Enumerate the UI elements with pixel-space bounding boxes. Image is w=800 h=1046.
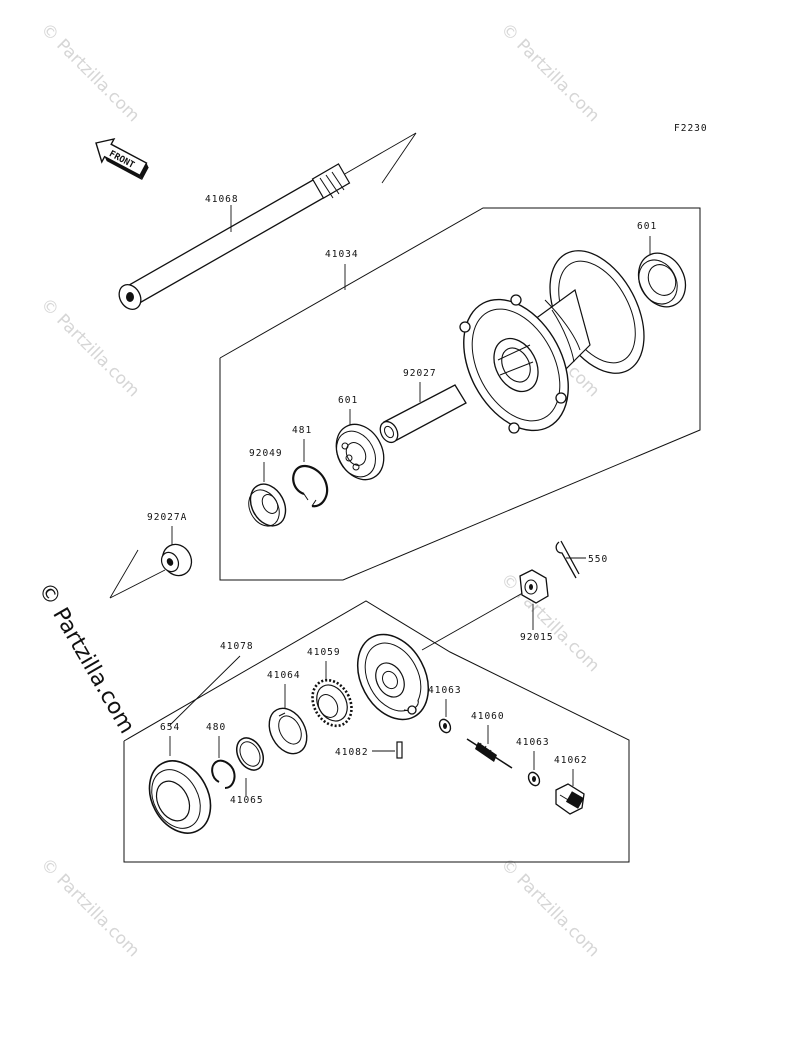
cotter-pin-550 (555, 540, 580, 579)
group-outline-upper (219, 207, 701, 581)
label-41078: 41078 (220, 641, 254, 652)
label-92015: 92015 (520, 632, 554, 643)
label-41064: 41064 (267, 670, 301, 681)
spacer-tube-92027 (379, 384, 467, 444)
nut-92015 (519, 569, 549, 604)
front-arrow-icon: FRONT (95, 137, 149, 180)
label-41059: 41059 (307, 647, 341, 658)
seal-92049 (248, 483, 287, 527)
label-601-right: 601 (637, 221, 657, 232)
circlip-481 (292, 464, 329, 508)
label-601-left: 601 (338, 395, 358, 406)
watermark: © Partzilla.com (496, 569, 603, 676)
label-92027a: 92027A (147, 512, 187, 523)
washer-41065 (235, 737, 265, 771)
label-41068: 41068 (205, 194, 239, 205)
watermark: © Partzilla.com (496, 854, 603, 961)
circlip-480 (211, 759, 236, 789)
bearing-601-right (637, 252, 687, 308)
seal-654 (148, 760, 212, 834)
label-550: 550 (588, 554, 608, 565)
pinion-41060 (466, 738, 513, 769)
label-92049: 92049 (249, 448, 283, 459)
oil-seal-41063-b (527, 771, 541, 787)
oil-seal-41063-a (438, 718, 452, 734)
pin-41082 (396, 741, 403, 759)
bushing-41062 (555, 783, 585, 815)
bearing-601-left (335, 423, 385, 481)
drive-gear-41059 (311, 678, 353, 728)
label-480: 480 (206, 722, 226, 733)
label-41062: 41062 (554, 755, 588, 766)
label-41063-a: 41063 (428, 685, 462, 696)
label-92027: 92027 (403, 368, 437, 379)
label-481: 481 (292, 425, 312, 436)
label-654: 654 (160, 722, 180, 733)
axle-41068 (118, 132, 417, 310)
retainer-41064 (268, 707, 308, 755)
label-41034: 41034 (325, 249, 359, 260)
watermark-large: © Partzilla.com (33, 579, 140, 739)
label-41063-b: 41063 (516, 737, 550, 748)
watermark: © Partzilla.com (36, 294, 143, 401)
label-41082: 41082 (335, 747, 369, 758)
label-41065: 41065 (230, 795, 264, 806)
figure-code: F2230 (674, 123, 708, 134)
hub-41034 (459, 250, 645, 434)
watermark: © Partzilla.com (496, 19, 603, 126)
watermark: © Partzilla.com (36, 854, 143, 961)
watermark: © Partzilla.com (36, 19, 143, 126)
group-outline-lower (123, 600, 630, 863)
collar-92027a (160, 543, 193, 577)
gear-housing-41078 (356, 633, 430, 721)
label-41060: 41060 (471, 711, 505, 722)
